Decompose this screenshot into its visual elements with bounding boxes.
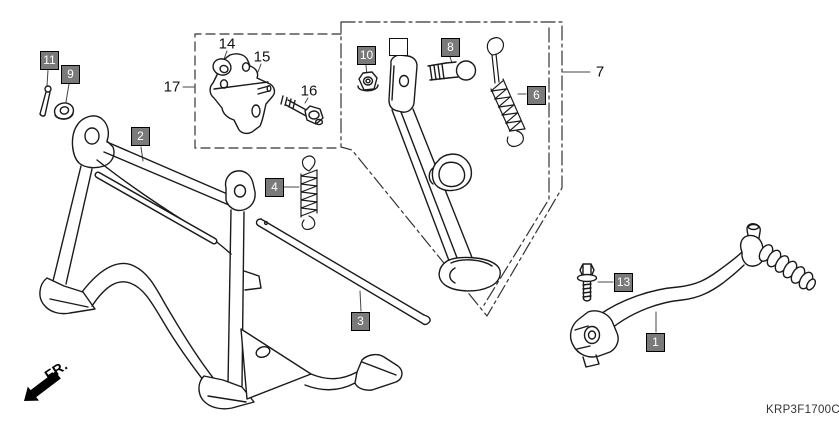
side-stand-drawing	[388, 54, 501, 292]
callout-label-17: 17	[163, 78, 181, 96]
callout-label-7: 7	[595, 63, 605, 81]
callout-box-8[interactable]: 8	[441, 38, 460, 57]
stand-spring-drawing	[300, 155, 318, 230]
center-stand-drawing	[39, 115, 403, 410]
callout-box-11[interactable]: 11	[40, 51, 59, 70]
callout-box-10[interactable]: 10	[357, 46, 376, 65]
leader-lines	[46, 50, 657, 333]
assembly-boundary-7	[340, 21, 563, 317]
callout-box-9[interactable]: 9	[61, 65, 80, 84]
callout-label-15: 15	[253, 48, 271, 66]
empty-callout-box[interactable]	[389, 38, 408, 56]
callout-box-4[interactable]: 4	[265, 178, 284, 197]
callout-box-6[interactable]: 6	[527, 86, 546, 105]
front-direction-arrow-icon	[24, 371, 61, 401]
pivot-bolt-drawing	[427, 60, 477, 81]
bracket-assembly-drawing	[209, 53, 324, 135]
callout-label-14: 14	[218, 35, 236, 53]
nut-drawing	[357, 71, 379, 92]
diagram-part-code: KRP3F1700C	[766, 404, 839, 416]
callout-box-1[interactable]: 1	[646, 333, 665, 352]
kick-pedal-drawing	[569, 223, 817, 368]
assembly-boundary-17	[194, 33, 342, 149]
callout-box-13[interactable]: 13	[614, 273, 633, 292]
pinch-bolt-drawing	[576, 263, 598, 302]
stand-rod-drawing	[255, 218, 431, 326]
callout-box-2[interactable]: 2	[131, 127, 150, 146]
washer-drawing	[53, 102, 75, 120]
cotter-pin-drawing	[39, 85, 52, 117]
callout-label-16: 16	[300, 82, 318, 100]
callout-box-3[interactable]: 3	[351, 312, 370, 331]
side-stand-spring-drawing	[486, 37, 526, 148]
